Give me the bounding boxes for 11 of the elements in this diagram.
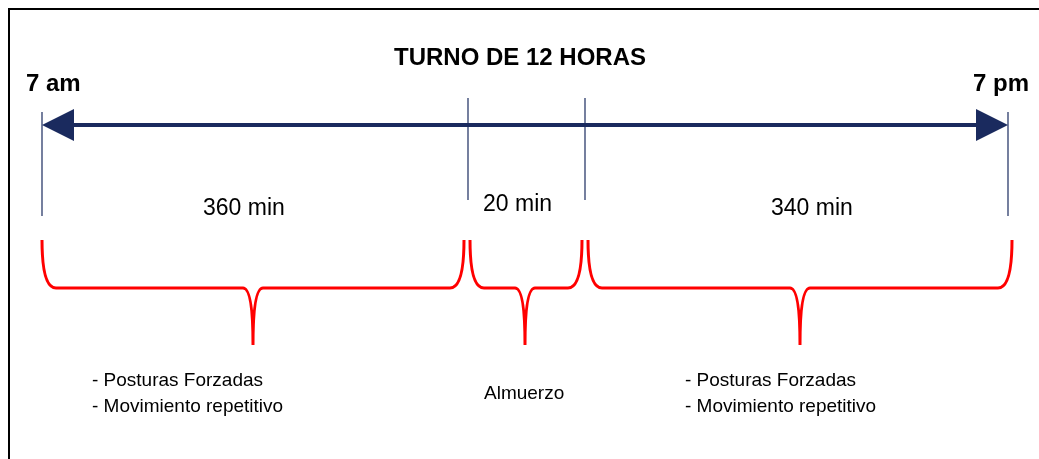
duration-label: 20 min [483,189,553,218]
duration-label: 360 min [203,193,285,222]
activity-text: - Movimiento repetitivo [685,394,877,418]
duration-label: 340 min [771,193,853,222]
activity-text: - Movimiento repetitivo [92,394,284,418]
activity-text: - Posturas Forzadas [92,368,264,392]
time-label: 7 pm [973,68,1029,98]
activity-text: Almuerzo [484,381,565,405]
activity-text: - Posturas Forzadas [685,368,857,392]
time-label: 7 am [26,68,81,98]
title: TURNO DE 12 HORAS [392,42,647,72]
